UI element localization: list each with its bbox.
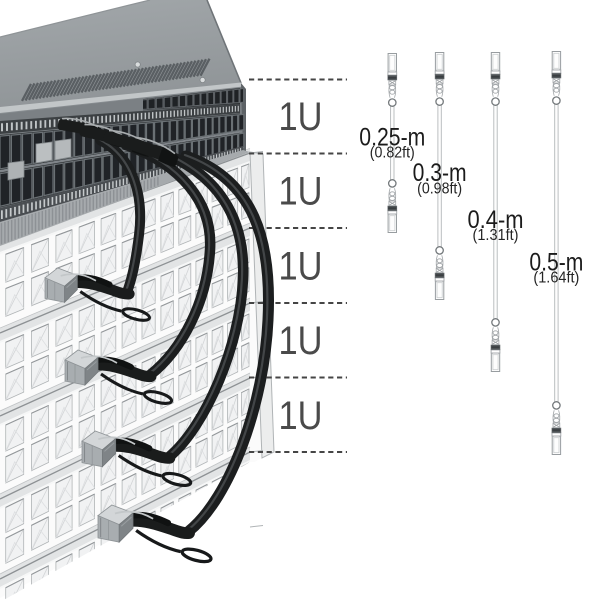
svg-text:1U: 1U: [279, 95, 323, 139]
svg-text:0.4-m: 0.4-m: [468, 206, 524, 234]
svg-text:1U: 1U: [279, 170, 323, 214]
svg-text:(1.31ft): (1.31ft): [473, 227, 519, 244]
svg-text:1U: 1U: [279, 319, 323, 363]
svg-text:0.5-m: 0.5-m: [529, 249, 583, 277]
svg-text:0.25-m: 0.25-m: [359, 124, 425, 152]
svg-text:0.3-m: 0.3-m: [413, 159, 467, 187]
svg-text:1U: 1U: [279, 245, 323, 289]
svg-text:(0.98ft): (0.98ft): [417, 181, 462, 198]
svg-text:(0.82ft): (0.82ft): [370, 145, 415, 162]
svg-text:(1.64ft): (1.64ft): [533, 270, 579, 287]
svg-text:1U: 1U: [279, 394, 323, 438]
